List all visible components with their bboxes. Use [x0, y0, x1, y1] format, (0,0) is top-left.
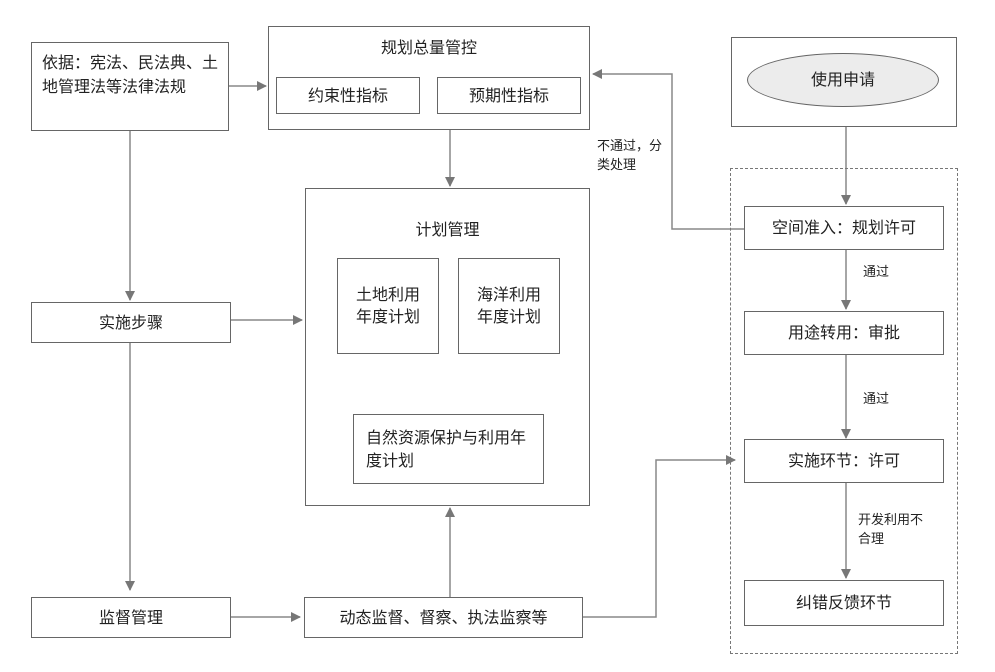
edge-label-pass-1: 通过	[863, 265, 890, 280]
plan-management-title: 计划管理	[415, 220, 480, 239]
edge-label-unreasonable: 开发利用不合理	[858, 511, 924, 549]
use-conversion-box: 用途转用：审批	[744, 311, 944, 355]
edge-label-fail: 不通过，分类处理	[597, 137, 669, 175]
binding-indicator-box: 约束性指标	[276, 77, 420, 114]
basis-box: 依据：宪法、民法典、土地管理法等法律法规	[31, 42, 229, 131]
implementation-steps-box: 实施步骤	[31, 302, 231, 343]
ocean-use-plan-text: 海洋利用年度计划	[476, 285, 541, 326]
ocean-use-plan-box: 海洋利用年度计划	[458, 258, 560, 354]
approval-process-container	[730, 168, 958, 654]
implementation-box: 实施环节：许可	[744, 439, 944, 483]
edge-label-unreasonable-text: 开发利用不合理	[858, 513, 924, 547]
basis-text: 依据：宪法、民法典、土地管理法等法律法规	[42, 53, 219, 96]
expected-indicator-box: 预期性指标	[437, 77, 581, 114]
natural-resource-plan-text: 自然资源保护与利用年度计划	[366, 428, 527, 470]
arrow-access-to-plan-control	[592, 69, 744, 230]
land-use-plan-text: 土地利用年度计划	[355, 285, 420, 326]
plan-control-box: 规划总量管控 约束性指标 预期性指标	[268, 26, 590, 130]
edge-label-pass-2: 通过	[863, 392, 890, 407]
application-text: 使用申请	[810, 70, 875, 89]
edge-label-fail-text: 不通过，分类处理	[597, 139, 663, 173]
correction-feedback-box: 纠错反馈环节	[744, 580, 944, 626]
natural-resource-plan-box: 自然资源保护与利用年度计划	[353, 414, 544, 484]
application-ellipse: 使用申请	[747, 53, 939, 107]
supervision-box: 监督管理	[31, 597, 231, 638]
space-access-box: 空间准入：规划许可	[744, 206, 944, 250]
land-use-plan-box: 土地利用年度计划	[337, 258, 439, 354]
dynamic-supervision-box: 动态监督、督察、执法监察等	[304, 597, 583, 638]
arrow-dynamic-to-implement	[583, 455, 736, 618]
plan-control-title: 规划总量管控	[380, 38, 477, 57]
